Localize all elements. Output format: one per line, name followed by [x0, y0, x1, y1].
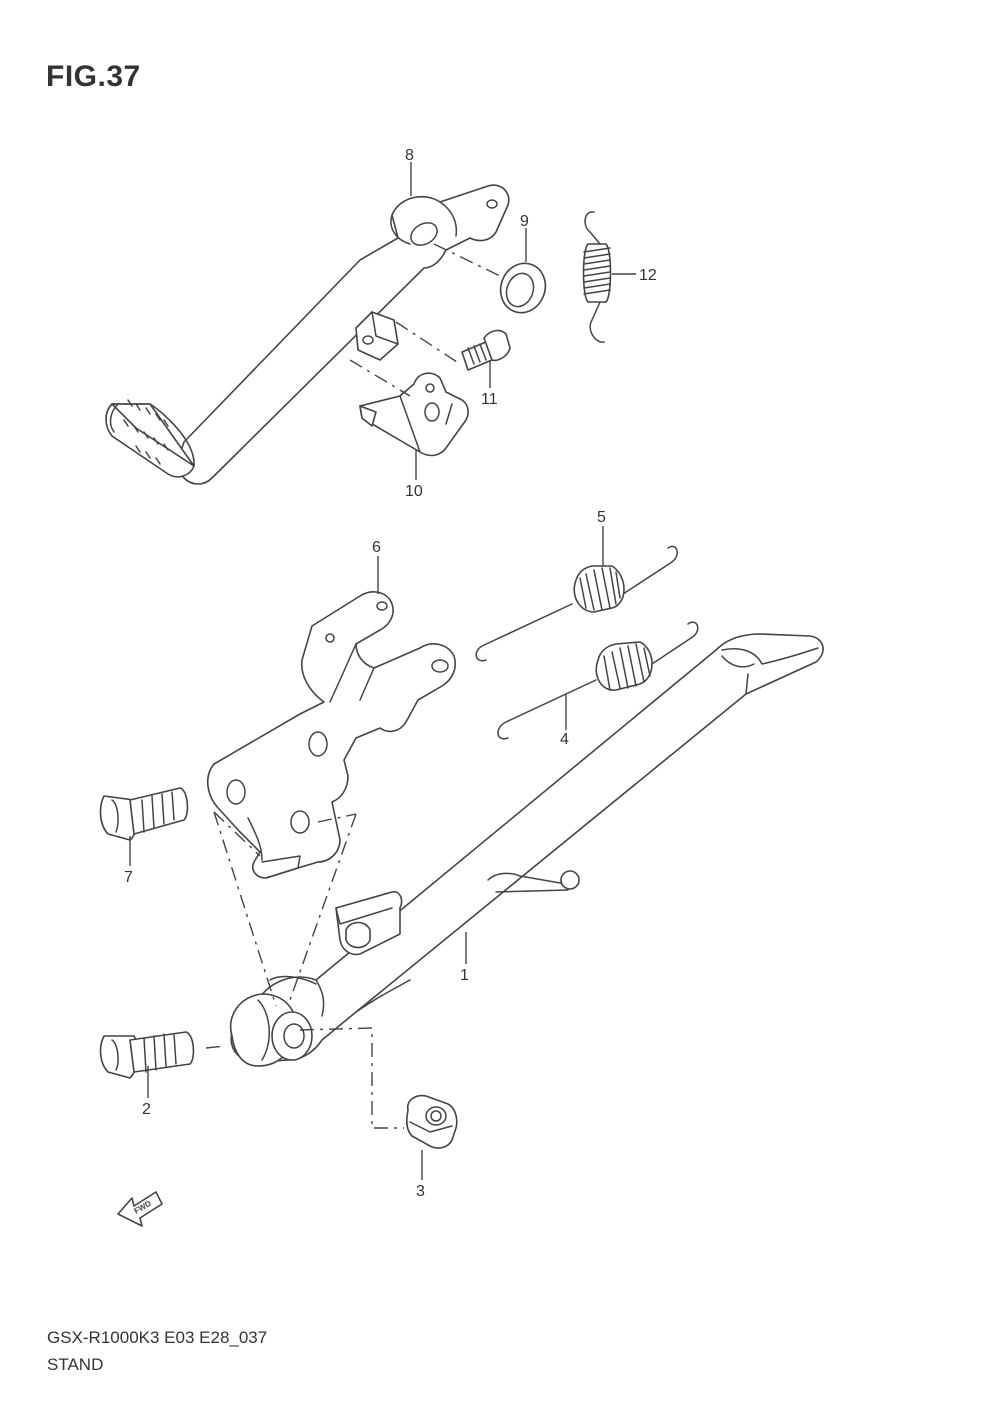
spring-part-12[interactable] [582, 211, 612, 343]
washer-part[interactable] [494, 257, 552, 319]
spring-part-4[interactable] [497, 621, 699, 740]
model-code: GSX-R1000K3 E03 E28_037 [47, 1328, 268, 1347]
bracket-part-10[interactable] [359, 372, 469, 457]
bolt-part-7[interactable] [99, 787, 189, 841]
figure-title: FIG.37 [46, 60, 141, 93]
callout-4: 4 [560, 731, 569, 748]
callout-9: 9 [520, 213, 529, 230]
stand-bracket-part-6[interactable] [207, 591, 457, 879]
callout-5: 5 [597, 509, 606, 526]
callout-2: 2 [142, 1101, 151, 1118]
callout-10: 10 [405, 483, 423, 500]
callout-11: 11 [481, 391, 498, 408]
pivot-bolt-part-2[interactable] [99, 1031, 195, 1079]
callout-8: 8 [405, 147, 414, 164]
fwd-arrow-icon: FWD [117, 1191, 163, 1227]
callout-12: 12 [639, 267, 657, 284]
callout-6: 6 [372, 539, 381, 556]
callout-3: 3 [416, 1183, 425, 1200]
callout-7: 7 [124, 869, 133, 886]
nut-part-3[interactable] [406, 1094, 458, 1149]
spring-part-5[interactable] [475, 545, 678, 662]
section-name: STAND [47, 1355, 104, 1374]
pedal-arm-part[interactable] [105, 184, 510, 485]
side-stand-part-1[interactable] [229, 633, 824, 1067]
bolt-part-11[interactable] [461, 329, 511, 371]
callout-1: 1 [460, 967, 469, 984]
